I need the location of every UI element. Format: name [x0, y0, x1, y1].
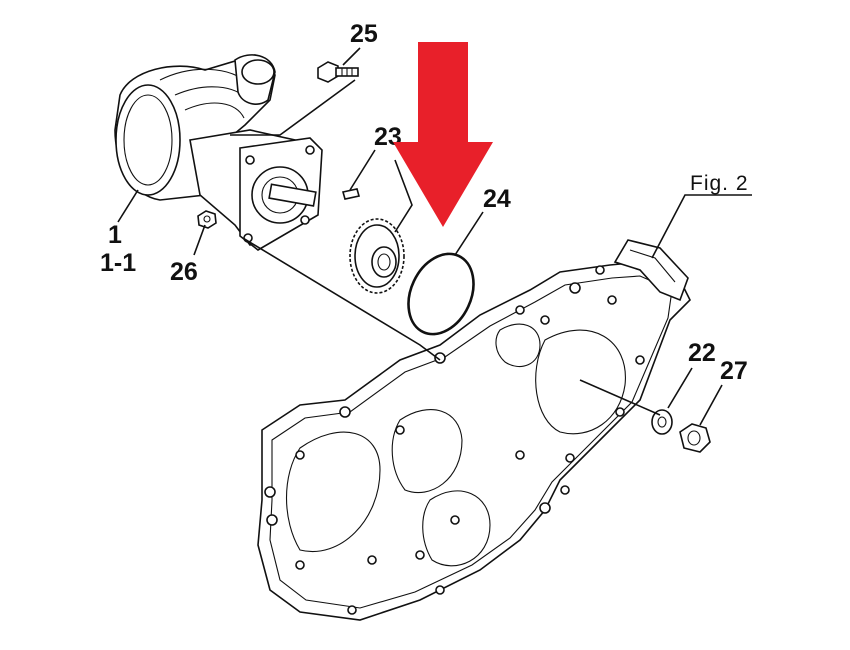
washer-22: [651, 409, 673, 435]
callout-22: 22: [688, 339, 716, 367]
gear-case-cover: [257, 239, 691, 621]
down-arrow-icon: [393, 42, 493, 227]
callout-1-1: 1-1: [100, 249, 136, 277]
o-ring-24: [407, 252, 475, 336]
callout-27: 27: [720, 357, 748, 385]
nut-26: [197, 210, 217, 229]
key-23: [341, 188, 361, 200]
bolt-25: [317, 61, 359, 83]
figure-label: Fig. 2: [690, 172, 749, 195]
callout-26: 26: [170, 258, 198, 286]
callout-25: 25: [350, 20, 378, 48]
starter-motor: [114, 54, 323, 251]
leader-lines: [117, 47, 752, 426]
callout-1: 1: [108, 221, 122, 249]
nut-27: [679, 423, 711, 453]
pinion-gear: [349, 218, 405, 294]
callout-24: 24: [483, 185, 511, 213]
